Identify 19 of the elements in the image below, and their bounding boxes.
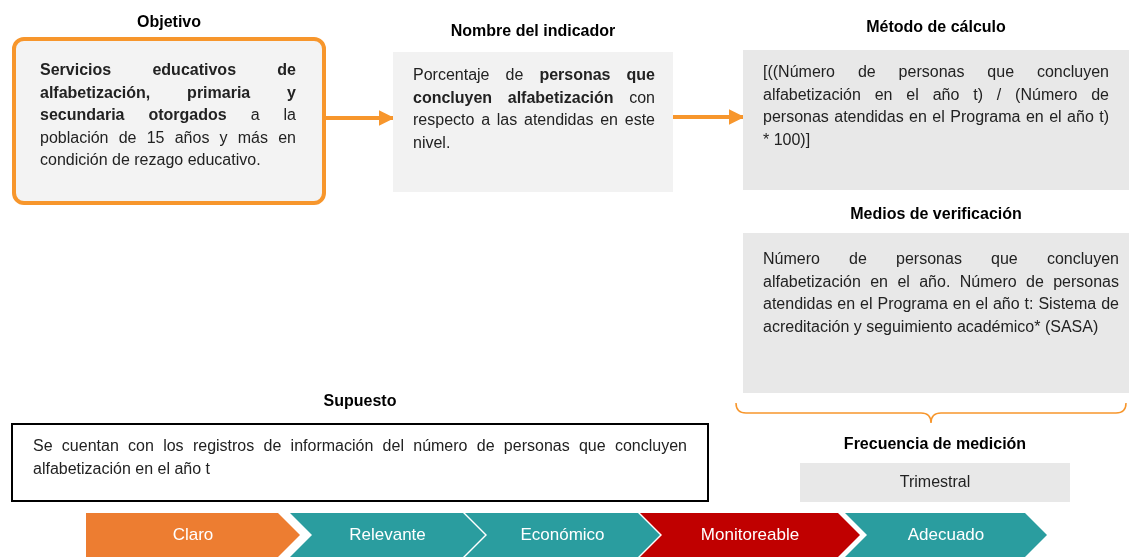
box-text: Porcentaje de personas que concluyen alfabetización con respecto a las atendidas en este nivel. — [413, 65, 655, 153]
box-text: Servicios educativos de alfabetización, primaria y secundaria otorgados a la población de 15 años y más en condición de rezago educativo. — [40, 60, 296, 170]
chevron-step: Económico — [465, 513, 660, 557]
chevron-step: Claro — [86, 513, 300, 557]
box-heading: Supuesto — [322, 392, 398, 410]
chevron-step: Adecuado — [845, 513, 1047, 557]
arrow — [326, 110, 395, 126]
box-heading: Método de cálculo — [865, 18, 1007, 36]
chevron-step: Relevante — [290, 513, 485, 557]
box-heading: Medios de verificación — [849, 205, 1023, 223]
box-text: [((Número de personas que concluyen alfabetización en el año t) / (Número de personas atendidas en el Programa en el año t) * 100)] — [763, 62, 1109, 150]
box-text: Número de personas que concluyen alfabetización en el año. Número de personas atendidas en el Programa en el año t: Sistema de acreditación y seguimiento académico* (SASA) — [763, 249, 1119, 337]
box-text: Trimestral — [898, 472, 972, 493]
arrow — [673, 109, 745, 125]
box-text: Se cuentan con los registros de información del número de personas que concluyen alfabetización en el año t — [33, 436, 687, 479]
box-heading: Nombre del indicador — [449, 22, 617, 40]
box-heading: Frecuencia de medición — [842, 435, 1028, 453]
box-heading: Objetivo — [136, 13, 202, 31]
chevron-step: Monitoreable — [640, 513, 860, 557]
